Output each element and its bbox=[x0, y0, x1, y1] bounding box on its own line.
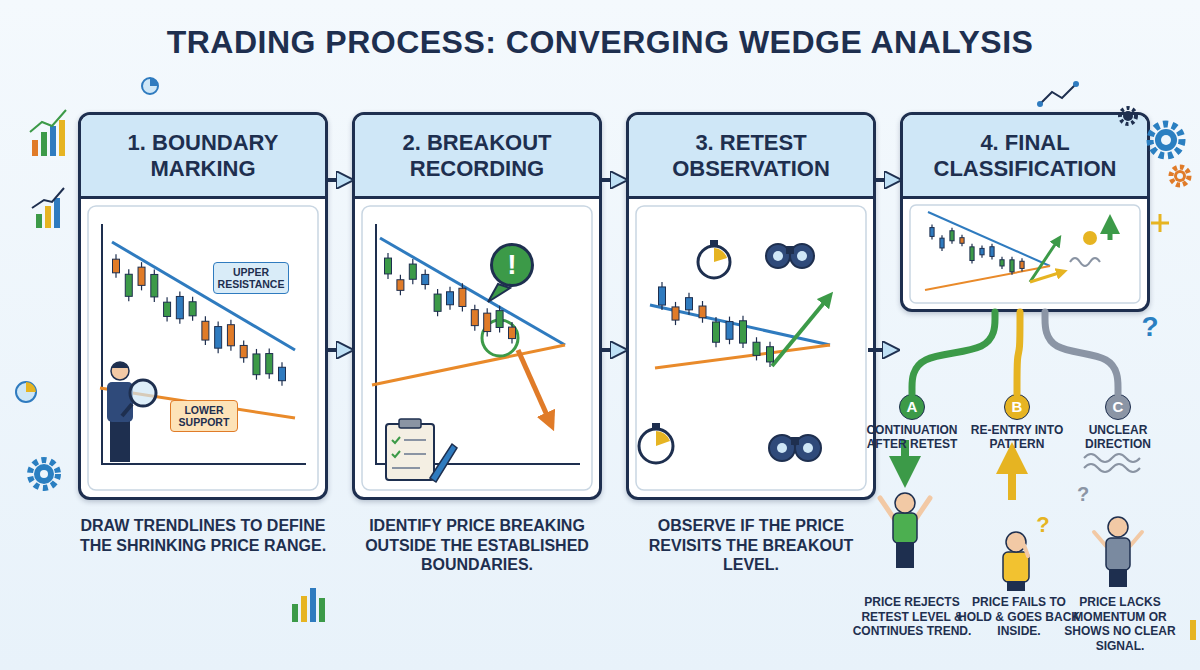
gear-icon bbox=[1177, 173, 1183, 179]
unclear-figure bbox=[1084, 454, 1142, 587]
branch-pipe bbox=[912, 312, 995, 394]
unclear-figure bbox=[1084, 454, 1140, 462]
reentry-figure bbox=[1003, 552, 1029, 582]
unclear-figure bbox=[1094, 532, 1106, 546]
outcome-description: PRICE REJECTS RETEST LEVEL & CONTINUES T… bbox=[852, 595, 972, 639]
option-letter: A bbox=[899, 394, 925, 420]
branch-pipe bbox=[1045, 312, 1118, 394]
question-mark: ? bbox=[1134, 310, 1166, 344]
mini-bar-chart bbox=[30, 81, 1196, 640]
option-letter: B bbox=[1004, 394, 1030, 420]
pie-icon bbox=[150, 78, 158, 86]
gear-icon bbox=[1151, 214, 1169, 232]
pie-icon bbox=[16, 382, 36, 402]
step-heading: 1. BOUNDARY MARKING bbox=[81, 115, 325, 199]
gear-icon bbox=[34, 464, 54, 484]
question-mark: ? bbox=[1070, 482, 1096, 506]
step-caption: DRAW TRENDLINES TO DEFINE THE SHRINKING … bbox=[78, 516, 328, 555]
continuation-figure bbox=[896, 542, 914, 568]
step-caption: IDENTIFY PRICE BREAKING OUTSIDE THE ESTA… bbox=[352, 516, 602, 575]
flow-arrow bbox=[328, 348, 352, 352]
reentry-figure bbox=[1007, 581, 1025, 591]
step-heading: 3. RETEST OBSERVATION bbox=[629, 115, 873, 199]
gear-icon bbox=[1174, 170, 1186, 182]
reentry-figure bbox=[1024, 545, 1028, 556]
reentry-figure bbox=[1008, 458, 1016, 500]
callout-tag: UPPER RESISTANCE bbox=[213, 262, 289, 294]
mini-bar-chart bbox=[1073, 81, 1079, 87]
continuation-figure bbox=[880, 440, 930, 568]
mini-bar-chart bbox=[319, 598, 325, 622]
unclear-figure bbox=[1108, 517, 1128, 537]
step-panel: 3. RETEST OBSERVATION bbox=[626, 112, 876, 500]
mini-bar-chart bbox=[1037, 101, 1043, 107]
mini-bar-chart bbox=[310, 588, 316, 622]
node-text: UNCLEAR DIRECTION bbox=[1058, 424, 1178, 452]
alert-bubble: ! bbox=[490, 243, 534, 287]
branch-pipe bbox=[1017, 312, 1020, 394]
option-letter: C bbox=[1105, 394, 1131, 420]
mini-bar-chart bbox=[59, 120, 65, 156]
mini-bar-chart bbox=[36, 214, 42, 228]
step-panel: 4. FINAL CLASSIFICATION bbox=[900, 112, 1150, 312]
mini-bar-chart bbox=[30, 110, 66, 132]
outcome-option: C UNCLEAR DIRECTION bbox=[1058, 394, 1178, 452]
gear-icon bbox=[1155, 129, 1177, 151]
mini-bar-chart bbox=[1190, 620, 1196, 640]
continuation-figure bbox=[895, 493, 915, 513]
flow-arrow bbox=[602, 178, 626, 182]
step-panel: 2. BREAKOUT RECORDING! bbox=[352, 112, 602, 500]
mini-bar-chart bbox=[292, 604, 298, 622]
node-text: LOWER SUPPORT bbox=[173, 404, 235, 428]
pie-icon bbox=[142, 78, 158, 94]
continuation-figure bbox=[880, 498, 895, 520]
mini-bar-chart bbox=[54, 198, 60, 228]
continuation-figure bbox=[893, 513, 917, 543]
gear-icon bbox=[40, 470, 48, 478]
reentry-figure bbox=[1003, 458, 1029, 591]
outcome-description: PRICE FAILS TO HOLD & GOES BACK INSIDE. bbox=[957, 595, 1081, 639]
gear-icon bbox=[30, 460, 58, 488]
flow-arrow bbox=[602, 348, 626, 352]
step-heading: 2. BREAKOUT RECORDING bbox=[355, 115, 599, 199]
outcome-description: PRICE LACKS MOMENTUM OR SHOWS NO CLEAR S… bbox=[1058, 595, 1182, 654]
callout-tag: LOWER SUPPORT bbox=[170, 400, 238, 432]
gear-icon bbox=[1171, 167, 1189, 185]
node-text: RE-ENTRY INTO PATTERN bbox=[957, 424, 1077, 452]
outcome-option: B RE-ENTRY INTO PATTERN bbox=[957, 394, 1077, 452]
node-text: UPPER RESISTANCE bbox=[216, 266, 286, 290]
outcome-option: A CONTINUATION AFTER RETEST bbox=[852, 394, 972, 452]
mini-bar-chart bbox=[41, 132, 47, 156]
unclear-figure bbox=[1130, 532, 1142, 546]
continuation-figure bbox=[915, 498, 930, 520]
diagram-title: TRADING PROCESS: CONVERGING WEDGE ANALYS… bbox=[0, 24, 1200, 61]
node-text: CONTINUATION AFTER RETEST bbox=[852, 424, 972, 452]
mini-bar-chart bbox=[1040, 84, 1076, 104]
pie-icon bbox=[26, 382, 36, 392]
mini-bar-chart bbox=[45, 206, 51, 228]
mini-bar-chart bbox=[32, 140, 38, 156]
reentry-figure bbox=[1006, 532, 1026, 552]
flow-arrow bbox=[328, 178, 352, 182]
flow-arrow bbox=[876, 178, 900, 182]
unclear-figure bbox=[1106, 538, 1130, 570]
gear-icon bbox=[1161, 135, 1171, 145]
mini-bar-chart bbox=[301, 596, 307, 622]
node-text: ! bbox=[507, 251, 516, 279]
step-panel: 1. BOUNDARY MARKING UPPER RESISTANCE LOWER… bbox=[78, 112, 328, 500]
unclear-figure bbox=[1109, 569, 1127, 587]
step-heading: 4. FINAL CLASSIFICATION bbox=[903, 115, 1147, 199]
question-mark: ? bbox=[1030, 512, 1056, 539]
mini-bar-chart bbox=[32, 188, 64, 208]
mini-bar-chart bbox=[50, 126, 56, 156]
gear-icon bbox=[1150, 124, 1182, 156]
step-caption: OBSERVE IF THE PRICE REVISITS THE BREAKO… bbox=[626, 516, 876, 575]
unclear-figure bbox=[1084, 464, 1140, 472]
